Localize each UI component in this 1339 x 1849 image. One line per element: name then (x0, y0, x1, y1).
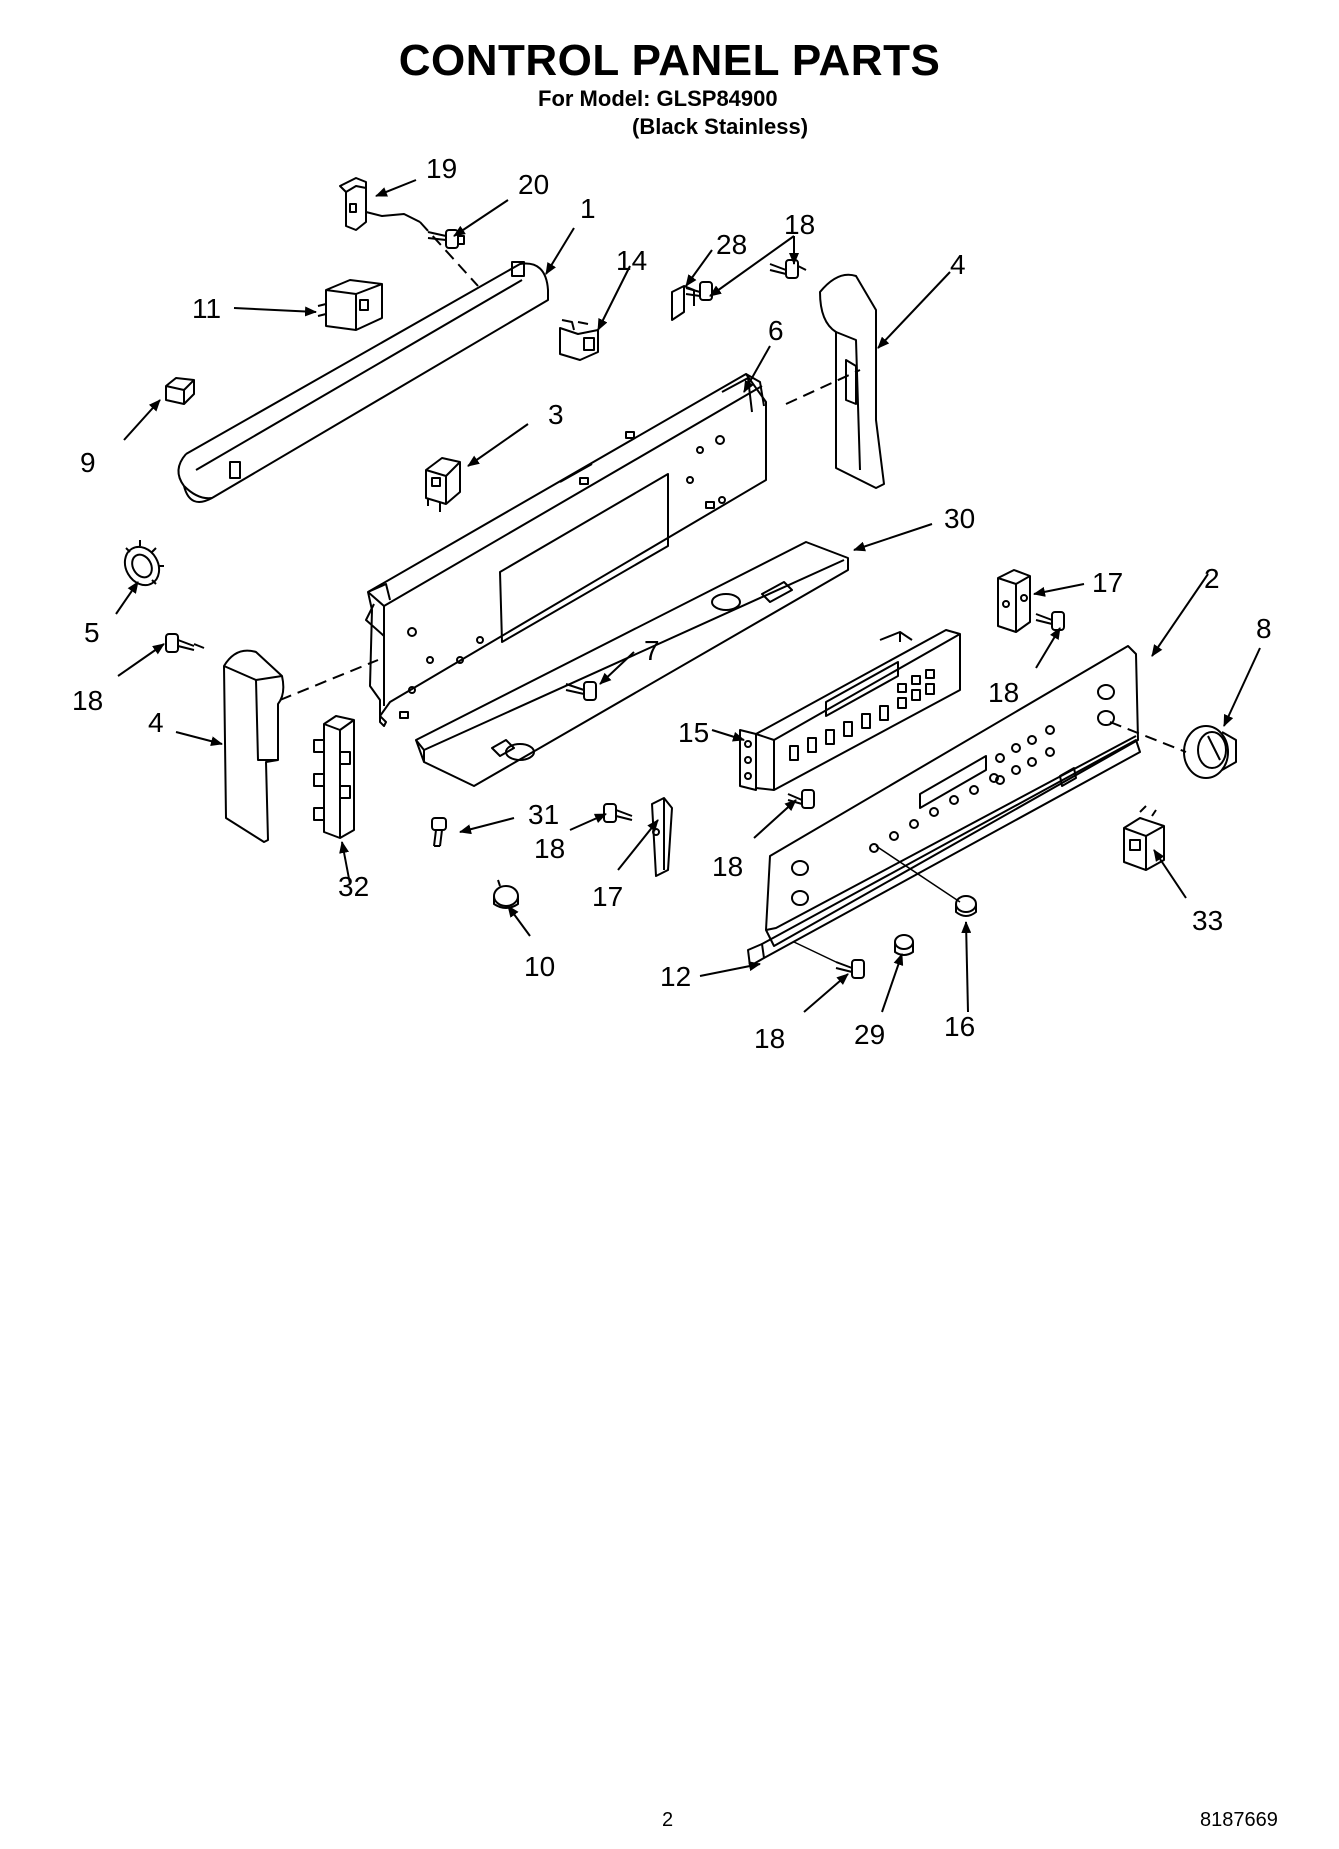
callout-11: 11 (192, 293, 221, 324)
part-30-tray (415, 541, 849, 787)
callout-18-e: 18 (712, 851, 743, 882)
part-12-trim-strip (747, 739, 1141, 967)
part-14-connector (559, 319, 599, 361)
callout-28: 28 (716, 229, 747, 260)
part-18-screw-upper (1035, 611, 1065, 631)
part-4-end-cap-right (819, 273, 885, 489)
part-18-screw-mid (603, 803, 633, 823)
part-10-plug (493, 879, 519, 909)
callout-18-d: 18 (534, 833, 565, 864)
callout-17-b: 17 (592, 881, 623, 912)
callout-31: 31 (528, 799, 559, 830)
page-number: 2 (662, 1809, 674, 1831)
finish-line: (Black Stainless) (632, 114, 809, 139)
callout-8: 8 (1256, 613, 1272, 644)
callout-14: 14 (616, 245, 647, 276)
part-5-ring (123, 540, 164, 587)
callout-32: 32 (338, 871, 369, 902)
part-9-clip (165, 377, 195, 405)
part-17-bracket-lower (651, 797, 673, 877)
callout-15: 15 (678, 717, 709, 748)
callout-18-f: 18 (754, 1023, 785, 1054)
callout-6: 6 (768, 315, 784, 346)
part-18-screw-left (165, 633, 205, 653)
part-2-control-panel (765, 645, 1139, 947)
callout-20: 20 (518, 169, 549, 200)
callout-18-b: 18 (988, 677, 1019, 708)
page-title: CONTROL PANEL PARTS (398, 36, 941, 85)
callout-30: 30 (944, 503, 975, 534)
callout-7: 7 (644, 635, 660, 666)
part-1-rear-cover (177, 261, 549, 503)
part-28-bracket (671, 285, 695, 321)
callout-1: 1 (580, 193, 596, 224)
callout-9: 9 (80, 447, 96, 478)
part-11-box (317, 279, 383, 331)
part-6-chassis (365, 373, 767, 727)
part-8-knob (1183, 725, 1237, 779)
part-19-switch (339, 177, 479, 287)
part-29-cap (894, 934, 914, 956)
part-18-screw-lower (793, 941, 865, 979)
document-number: 8187669 (1200, 1809, 1278, 1831)
callout-10: 10 (524, 951, 555, 982)
callout-18-c: 18 (72, 685, 103, 716)
callout-29: 29 (854, 1019, 885, 1050)
part-15-control-board (739, 629, 961, 791)
part-7-screw (565, 681, 597, 701)
callout-19: 19 (426, 153, 457, 184)
part-18-screw-board (787, 789, 815, 809)
part-17-bracket-upper (997, 569, 1031, 633)
callout-5: 5 (84, 617, 100, 648)
callout-3: 3 (548, 399, 564, 430)
part-3-relay (425, 457, 461, 512)
callout-4-a: 4 (950, 249, 966, 280)
callout-4-b: 4 (148, 707, 164, 738)
callout-17-a: 17 (1092, 567, 1123, 598)
callout-2: 2 (1204, 563, 1220, 594)
callout-12: 12 (660, 961, 691, 992)
part-4-end-cap-left (223, 649, 285, 843)
callout-18-a: 18 (784, 209, 815, 240)
callout-arrows (115, 179, 1261, 1013)
callout-16: 16 (944, 1011, 975, 1042)
part-20-screw (427, 229, 465, 249)
part-18-screw (685, 259, 807, 301)
part-31-screw (431, 817, 447, 847)
callout-33: 33 (1192, 905, 1223, 936)
part-32-terminal-block (313, 715, 355, 839)
part-33-switch (1123, 805, 1165, 871)
model-line: For Model: GLSP84900 (538, 86, 778, 111)
part-16-button (955, 895, 977, 917)
